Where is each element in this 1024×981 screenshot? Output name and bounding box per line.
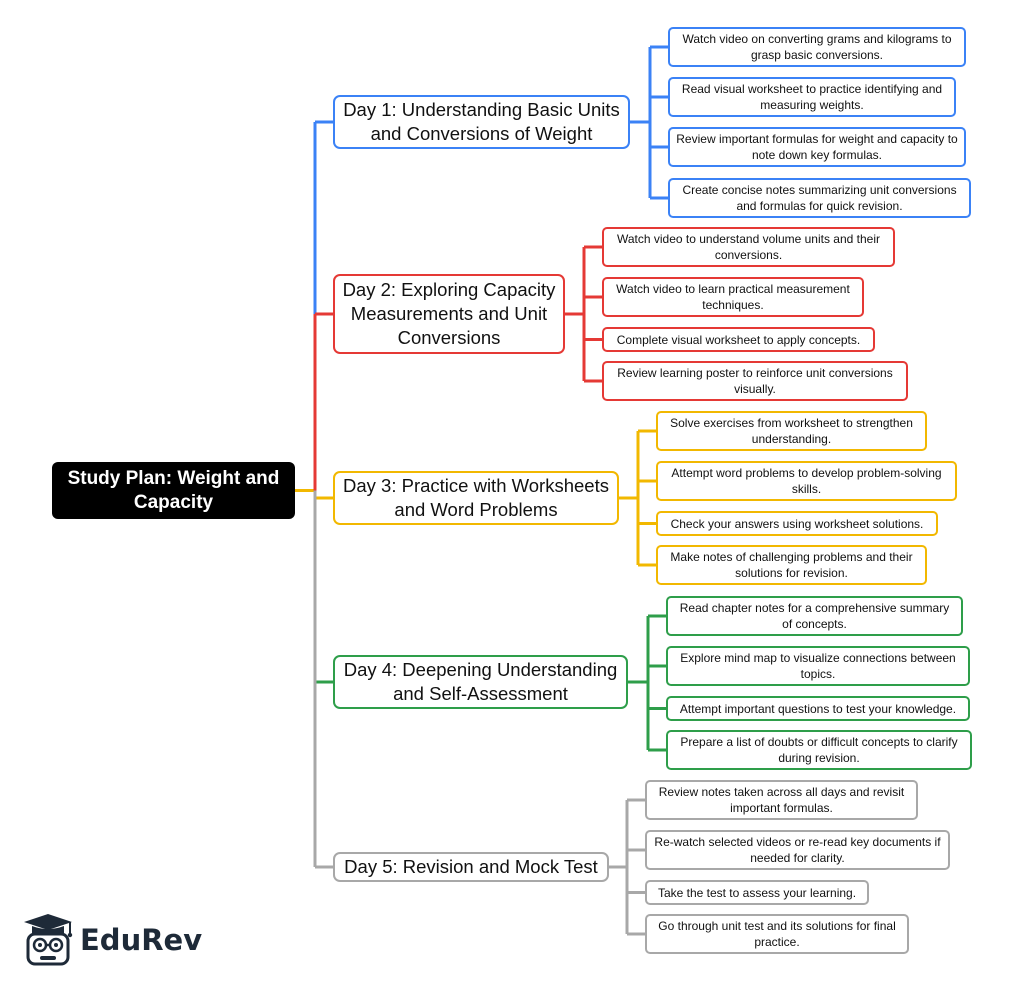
day-2-title: Day 2: Exploring Capacity Measurements a…: [342, 279, 556, 348]
root-title: Study Plan: Weight and Capacity: [67, 467, 280, 513]
day-5-task-2: Re-watch selected videos or re-read key …: [645, 830, 950, 870]
day-3-task-4: Make notes of challenging problems and t…: [656, 545, 927, 585]
edurev-logo: [24, 914, 73, 966]
day-4-task-2: Explore mind map to visualize connection…: [666, 646, 970, 686]
day-4-topic: Day 4: Deepening Understanding and Self-…: [333, 655, 628, 709]
day-1-task-4: Create concise notes summarizing unit co…: [668, 178, 971, 218]
day-5-task-4: Go through unit test and its solutions f…: [645, 914, 909, 954]
graduate-mascot-icon: [24, 914, 73, 966]
day-3-task-3: Check your answers using worksheet solut…: [656, 511, 938, 536]
day-4-task-4: Prepare a list of doubts or difficult co…: [666, 730, 972, 770]
day-5-title: Day 5: Revision and Mock Test: [344, 856, 598, 877]
day-5-task-1: Review notes taken across all days and r…: [645, 780, 918, 820]
day-4-task-3: Attempt important questions to test your…: [666, 696, 970, 721]
day-3-task-1: Solve exercises from worksheet to streng…: [656, 411, 927, 451]
day-5-topic: Day 5: Revision and Mock Test: [333, 852, 609, 882]
day-3-task-2: Attempt word problems to develop problem…: [656, 461, 957, 501]
day-2-task-2: Watch video to learn practical measureme…: [602, 277, 864, 317]
day-1-task-3: Review important formulas for weight and…: [668, 127, 966, 167]
day-1-task-1: Watch video on converting grams and kilo…: [668, 27, 966, 67]
day-3-topic: Day 3: Practice with Worksheets and Word…: [333, 471, 619, 525]
day-1-task-2: Read visual worksheet to practice identi…: [668, 77, 956, 117]
day-4-task-1: Read chapter notes for a comprehensive s…: [666, 596, 963, 636]
logo-text: EduRev: [80, 923, 203, 957]
day-1-title: Day 1: Understanding Basic Units and Con…: [343, 99, 620, 144]
day-2-task-3: Complete visual worksheet to apply conce…: [602, 327, 875, 352]
day-2-task-1: Watch video to understand volume units a…: [602, 227, 895, 267]
day-4-title: Day 4: Deepening Understanding and Self-…: [343, 659, 618, 704]
day-2-topic: Day 2: Exploring Capacity Measurements a…: [333, 274, 565, 354]
day-1-topic: Day 1: Understanding Basic Units and Con…: [333, 95, 630, 149]
day-5-task-3: Take the test to assess your learning.: [645, 880, 869, 905]
root-topic: Study Plan: Weight and Capacity: [52, 462, 295, 519]
day-3-title: Day 3: Practice with Worksheets and Word…: [343, 475, 609, 520]
day-2-task-4: Review learning poster to reinforce unit…: [602, 361, 908, 401]
